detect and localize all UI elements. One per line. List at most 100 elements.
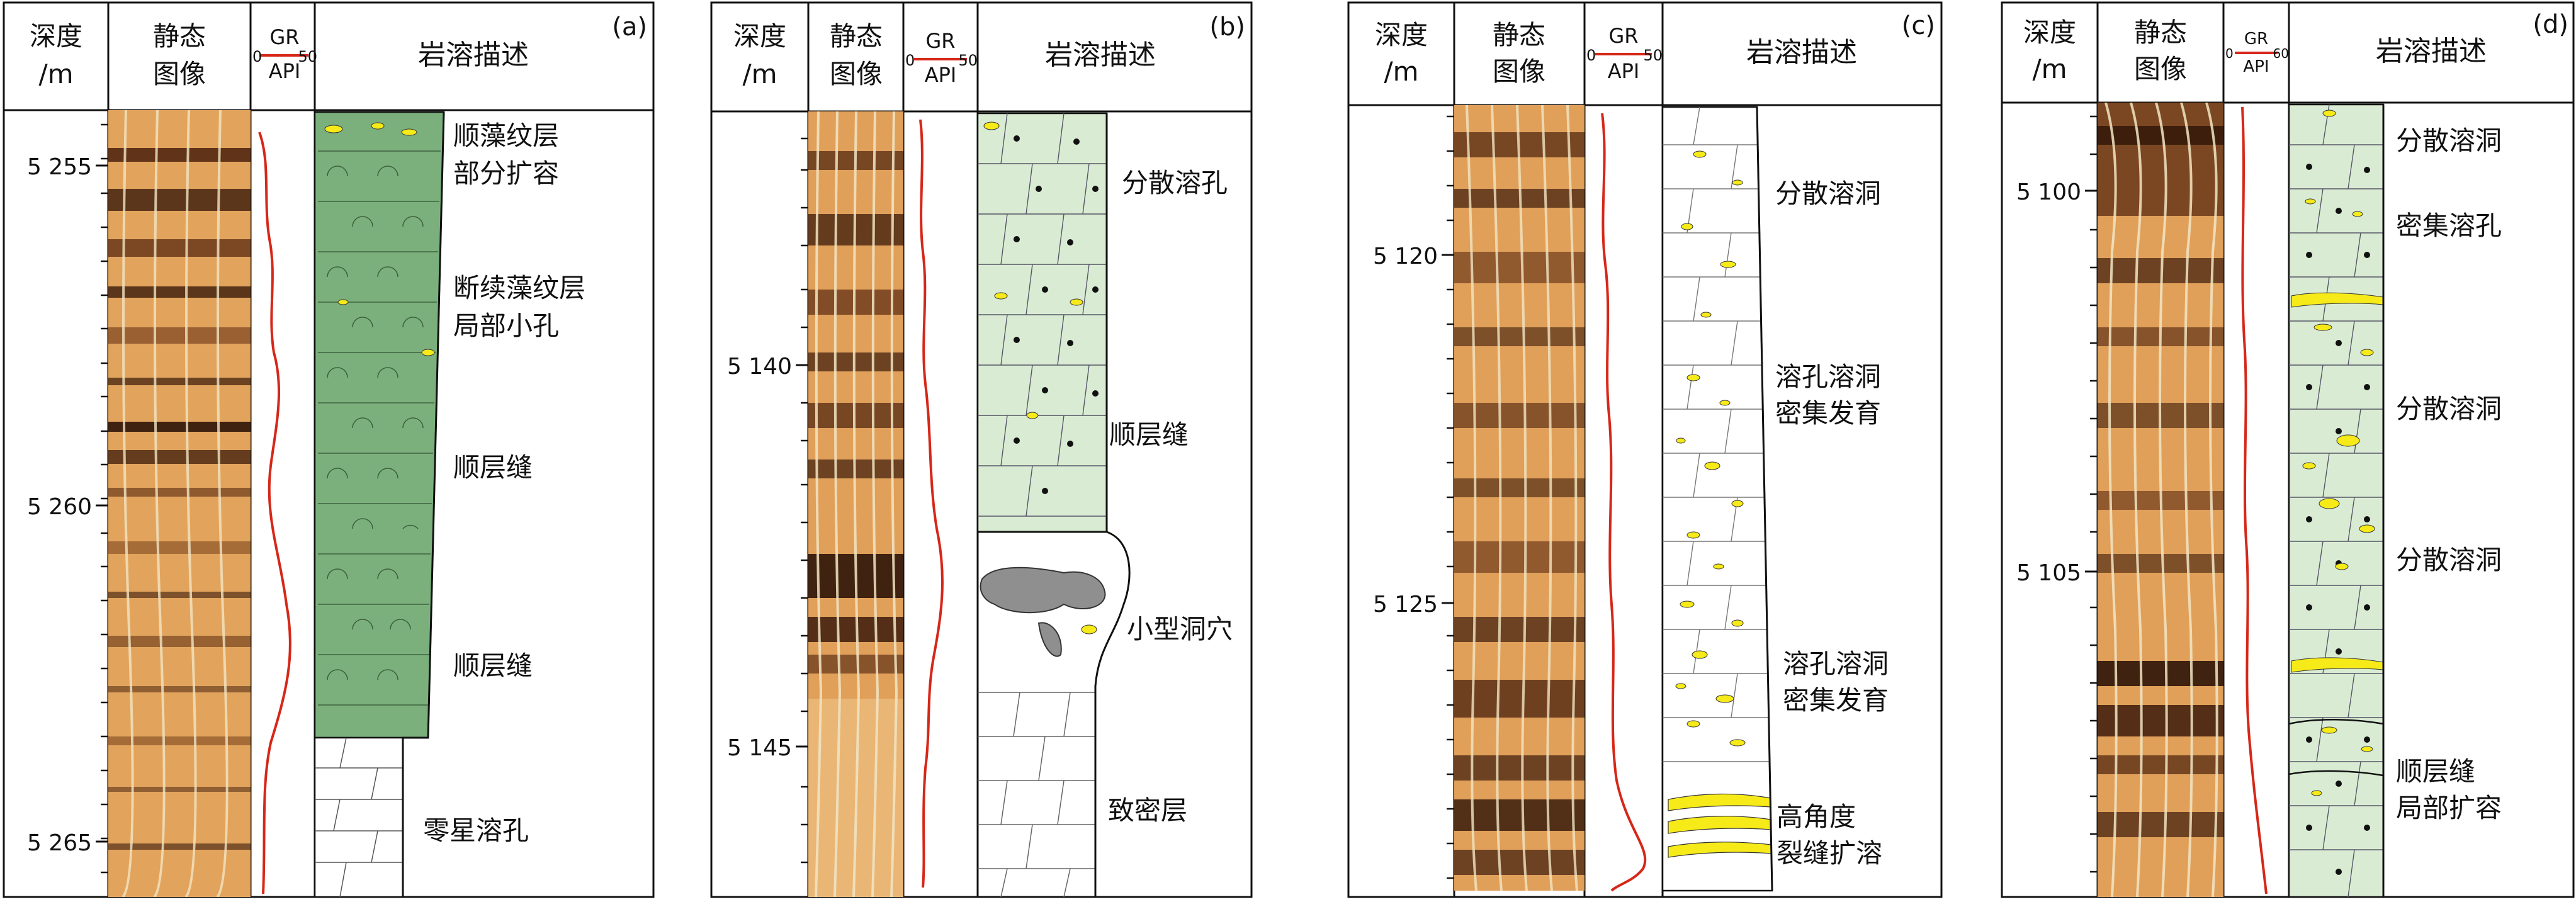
description-label: 分散溶洞 [2396,544,2502,575]
algal-layer [314,111,445,739]
depth-tick-label: 5 255 [27,154,92,180]
depth-header-line1: 深度 [733,21,786,52]
panel-d: 深度 /m 静态 图像 GR 0 60 API 岩溶描述 (d) [2001,1,2575,898]
gr-header-min: 0 [1586,47,1596,64]
image-header-line1: 静态 [1493,20,1545,50]
depth-tick-label: 5 105 [2016,560,2081,586]
description-label: 分散溶洞 [2396,393,2502,424]
desc-header: 岩溶描述 [2376,35,2487,67]
image-header-line1: 静态 [153,21,206,52]
description-label: 溶孔溶洞 [1783,648,1889,679]
brick-pattern [1663,106,1770,762]
image-header-line1: 静态 [830,21,883,52]
panel-label: (b) [1209,13,1245,42]
vugs [983,121,1097,634]
static-image [1454,105,1585,891]
gr-header-min: 0 [252,48,262,65]
desc-header: 岩溶描述 [418,39,529,71]
panel-d-frame [2001,1,2575,898]
depth-header-line1: 深度 [1375,20,1428,50]
description-label: 密集发育 [1775,398,1881,429]
image-header-line2: 图像 [1493,56,1545,87]
gr-header-max: 50 [1643,47,1663,64]
depth-tick-label: 5 265 [27,830,92,856]
depth-header-line1: 深度 [30,21,82,52]
description-label: 裂缝扩溶 [1777,838,1882,869]
description-label: 分散溶洞 [2396,125,2502,156]
gr-header-bottom: API [2243,57,2269,76]
static-image [808,111,903,897]
depth-ticks [96,123,108,874]
pore-dots [2306,164,2370,875]
description-label: 分散溶孔 [1122,167,1228,198]
depth-tick-label: 5 100 [2016,179,2081,205]
gr-curve [258,132,291,894]
static-image [108,110,251,897]
image-header-line2: 图像 [153,59,206,89]
description-label: 顺层缝 [453,452,533,483]
dolomite-pattern [2289,104,2383,898]
brick-pattern [315,737,403,898]
depth-ticks [796,137,808,864]
vugs [1675,150,1746,747]
gr-header-top: GR [925,29,955,53]
depth-header-line1: 深度 [2023,17,2076,48]
image-header-line2: 图像 [2134,54,2187,84]
depth-header-line2: /m [38,59,73,89]
pore-dots [1014,135,1099,494]
description-label: 局部扩容 [2396,792,2502,823]
lithology-boundary [402,111,445,897]
panel-b-frame [710,1,1253,898]
depth-header-line2: /m [1384,56,1418,87]
panel-b: 深度 /m 静态 图像 GR 0 50 API 岩溶描述 (b) [710,1,1253,898]
depth-tick-label: 5 145 [727,735,792,761]
gr-header-min: 0 [905,52,915,69]
gr-header-max: 50 [298,48,317,65]
description-label: 部分扩容 [453,158,559,189]
panel-a: 深度 /m 静态 图像 GR 0 50 API 岩溶描述 (a) [3,1,655,898]
description-label: 密集发育 [1783,685,1889,716]
fracture-vugs [1668,793,1772,858]
description-label: 局部小孔 [453,310,559,341]
dolomite-layer [1661,106,1773,892]
dense-dolomite [314,736,404,898]
description-label: 溶孔溶洞 [1775,361,1881,392]
description-label: 分散溶洞 [1775,178,1881,209]
lithology-boundary [978,113,1131,897]
depth-header-line2: /m [2032,54,2067,84]
gr-header-top: GR [2244,30,2268,48]
gr-header-max: 50 [958,52,978,69]
panel-label: (c) [1902,11,1935,40]
brick-pattern [978,692,1095,898]
description-label: 顺层缝 [453,650,533,681]
description-label: 高角度 [1777,801,1856,832]
description-label: 零星溶孔 [423,815,529,846]
desc-header: 岩溶描述 [1045,39,1156,71]
gr-header-bottom: API [1608,59,1640,83]
gr-header-bottom: API [269,59,301,83]
panel-label: (a) [612,13,647,42]
gr-header-top: GR [269,25,299,49]
description-label: 顺层缝 [2396,756,2475,787]
cave [980,567,1106,614]
vugs [2291,110,2384,796]
description-label: 致密层 [1108,795,1187,826]
depth-tick-label: 5 140 [727,354,792,380]
bedding-fractures [2288,718,2384,777]
description-label: 断续藻纹层 [453,273,585,303]
gr-curve [1601,113,1647,892]
description-label: 小型洞穴 [1127,614,1233,645]
gr-curve [919,119,944,888]
depth-ticks [1442,115,1454,879]
gr-header-max: 60 [2273,46,2289,61]
gr-header-top: GR [1608,24,1638,48]
panel-c-frame [1347,1,1943,898]
description-label: 密集溶孔 [2396,210,2502,241]
dolomite-pattern [978,113,1107,517]
gr-header-min: 0 [2225,46,2234,61]
desc-header: 岩溶描述 [1746,37,1857,69]
cave-fragment [1037,622,1062,657]
depth-ticks [2085,115,2098,873]
